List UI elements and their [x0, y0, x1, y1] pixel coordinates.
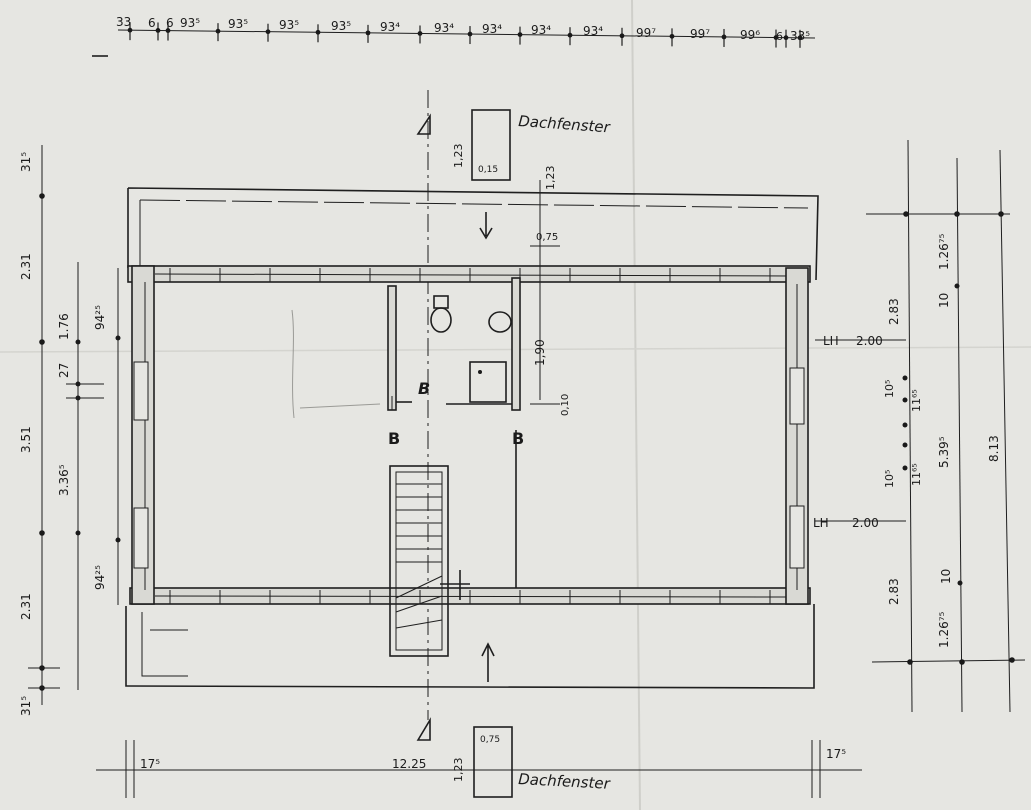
- dimension-dot: [783, 35, 789, 41]
- right-dim: 2.83: [887, 578, 901, 605]
- mark-b: B: [512, 429, 524, 448]
- top-dim: 93⁴: [434, 21, 454, 35]
- roof-overhang: [125, 187, 819, 689]
- dimension-dot: [773, 35, 779, 40]
- mark-b: B: [418, 379, 430, 398]
- top-dim: 93⁴: [583, 24, 603, 38]
- dimension-dot: [467, 31, 473, 37]
- window-width: 1,23: [452, 144, 465, 169]
- right-dim: 10⁵: [883, 470, 896, 488]
- bathroom-fixtures: [430, 295, 512, 403]
- right-dim: 11⁶⁵: [910, 389, 923, 412]
- lh-value: 2.00: [852, 516, 879, 530]
- top-dim: 93⁵: [180, 16, 200, 30]
- window-depth: 0,75: [480, 735, 500, 745]
- lh-label: LH: [823, 334, 839, 348]
- left-dim: 2.31: [19, 253, 33, 280]
- arrow-down-icon: [479, 212, 493, 240]
- lh-value: 2.00: [856, 334, 883, 348]
- interior-annotations: B B B 1,23 0,75 1,90 0,10: [388, 166, 571, 682]
- toilet-tank: [433, 295, 449, 309]
- dimension-dot: [721, 34, 727, 40]
- dimension-dot: [127, 27, 133, 33]
- left-dim: 1.76: [57, 313, 71, 340]
- dim-label: 1,23: [544, 166, 557, 191]
- top-dim: 6: [148, 16, 156, 30]
- window-label: Dachfenster: [518, 112, 611, 136]
- right-dim: 10⁵: [883, 380, 896, 398]
- sink-icon: [488, 311, 512, 333]
- right-dim: 5.39⁵: [937, 436, 951, 468]
- left-dim: 2.31: [19, 593, 33, 620]
- window-label: Dachfenster: [518, 770, 611, 793]
- exterior-walls: [127, 265, 811, 605]
- right-dim: 1.26⁷⁵: [937, 233, 951, 270]
- dimension-dot: [215, 28, 221, 34]
- top-dim: 93⁴: [531, 23, 551, 37]
- window-width: 1,23: [452, 758, 465, 783]
- dimension-dot: [315, 29, 321, 35]
- pencil-mark: [291, 309, 295, 419]
- dimension-dot: [567, 32, 573, 38]
- right-dim: 10: [937, 293, 951, 308]
- dimension-dot: [165, 28, 171, 33]
- bottom-dim: 12.25: [392, 757, 426, 771]
- dimension-dot: [619, 33, 625, 39]
- top-dim: 6: [166, 16, 174, 30]
- top-dim: 93⁴: [482, 22, 502, 36]
- left-dim: 3.51: [19, 426, 33, 453]
- right-dim: 1.26⁷⁵: [937, 611, 951, 648]
- left-dim: 27: [57, 363, 71, 378]
- top-dim: 99⁶: [740, 28, 760, 42]
- left-dim: 31⁵: [19, 152, 33, 172]
- lh-label: LH: [813, 516, 829, 530]
- top-dim: 93⁵: [331, 19, 351, 33]
- dimension-dot: [517, 32, 523, 38]
- top-dim: 93⁴: [380, 20, 400, 34]
- dimension-dot: [155, 28, 161, 33]
- dimension-dot: [797, 35, 803, 41]
- dimension-dot: [417, 31, 423, 36]
- right-dimension-chain: 1.26⁷⁵ 10 2.83 10⁵ 11⁶⁵ 10⁵ 11⁶⁵ 5.39⁵ 8…: [813, 139, 1026, 713]
- dimension-dot: [365, 30, 371, 36]
- toilet-icon: [430, 307, 452, 333]
- dimension-dot: [265, 29, 271, 35]
- dim-label: 0,10: [560, 394, 571, 416]
- right-dim: 2.83: [887, 298, 901, 325]
- shower-tray: [469, 361, 507, 403]
- left-inner-dim: 94²⁵: [93, 305, 107, 330]
- roof-window-bottom: 1,23 0,75 Dachfenster: [452, 726, 611, 798]
- top-dim: 6: [776, 30, 783, 43]
- left-dim: 3.36⁵: [57, 464, 71, 496]
- mark-b: B: [388, 429, 400, 448]
- interior-walls: [387, 277, 521, 588]
- staircase: [389, 465, 470, 657]
- bottom-dimension-chain: 17⁵ 12.25 17⁵: [96, 740, 862, 798]
- top-dim: 99⁷: [690, 27, 710, 41]
- right-dim: 8.13: [987, 435, 1001, 462]
- left-inner-dim: 94²⁵: [93, 565, 107, 590]
- paper-fold: [631, 0, 641, 810]
- right-dim: 11⁶⁵: [910, 463, 923, 486]
- dimension-dot: [669, 33, 675, 39]
- top-dimension-chain: 33 6 6 93⁵ 93⁵ 93⁵ 93⁵ 93⁴ 93⁴ 93⁴ 93⁴ 9…: [92, 15, 816, 57]
- window-depth: 0,15: [478, 165, 498, 175]
- arrow-up-icon: [481, 642, 495, 682]
- top-dim: 99⁷: [636, 26, 656, 40]
- dim-label: 0,75: [536, 232, 558, 243]
- bottom-dim: 17⁵: [826, 747, 846, 761]
- bottom-dim: 17⁵: [140, 757, 160, 771]
- top-dim: 93⁵: [279, 18, 299, 32]
- top-dim: 33: [116, 15, 131, 29]
- roof-window-top: 1,23 0,15 Dachfenster: [452, 109, 611, 181]
- right-dim: 10: [939, 569, 953, 584]
- left-dim: 31⁵: [19, 696, 33, 716]
- top-dim: 93⁵: [228, 17, 248, 31]
- left-dimension-chain: 31⁵ 2.31 1.76 27 3.51 3.36⁵ 2.31 31⁵ 94²…: [19, 145, 121, 716]
- top-dim: 33⁵: [790, 29, 810, 43]
- pencil-mark: [299, 403, 381, 409]
- section-line: [416, 90, 431, 741]
